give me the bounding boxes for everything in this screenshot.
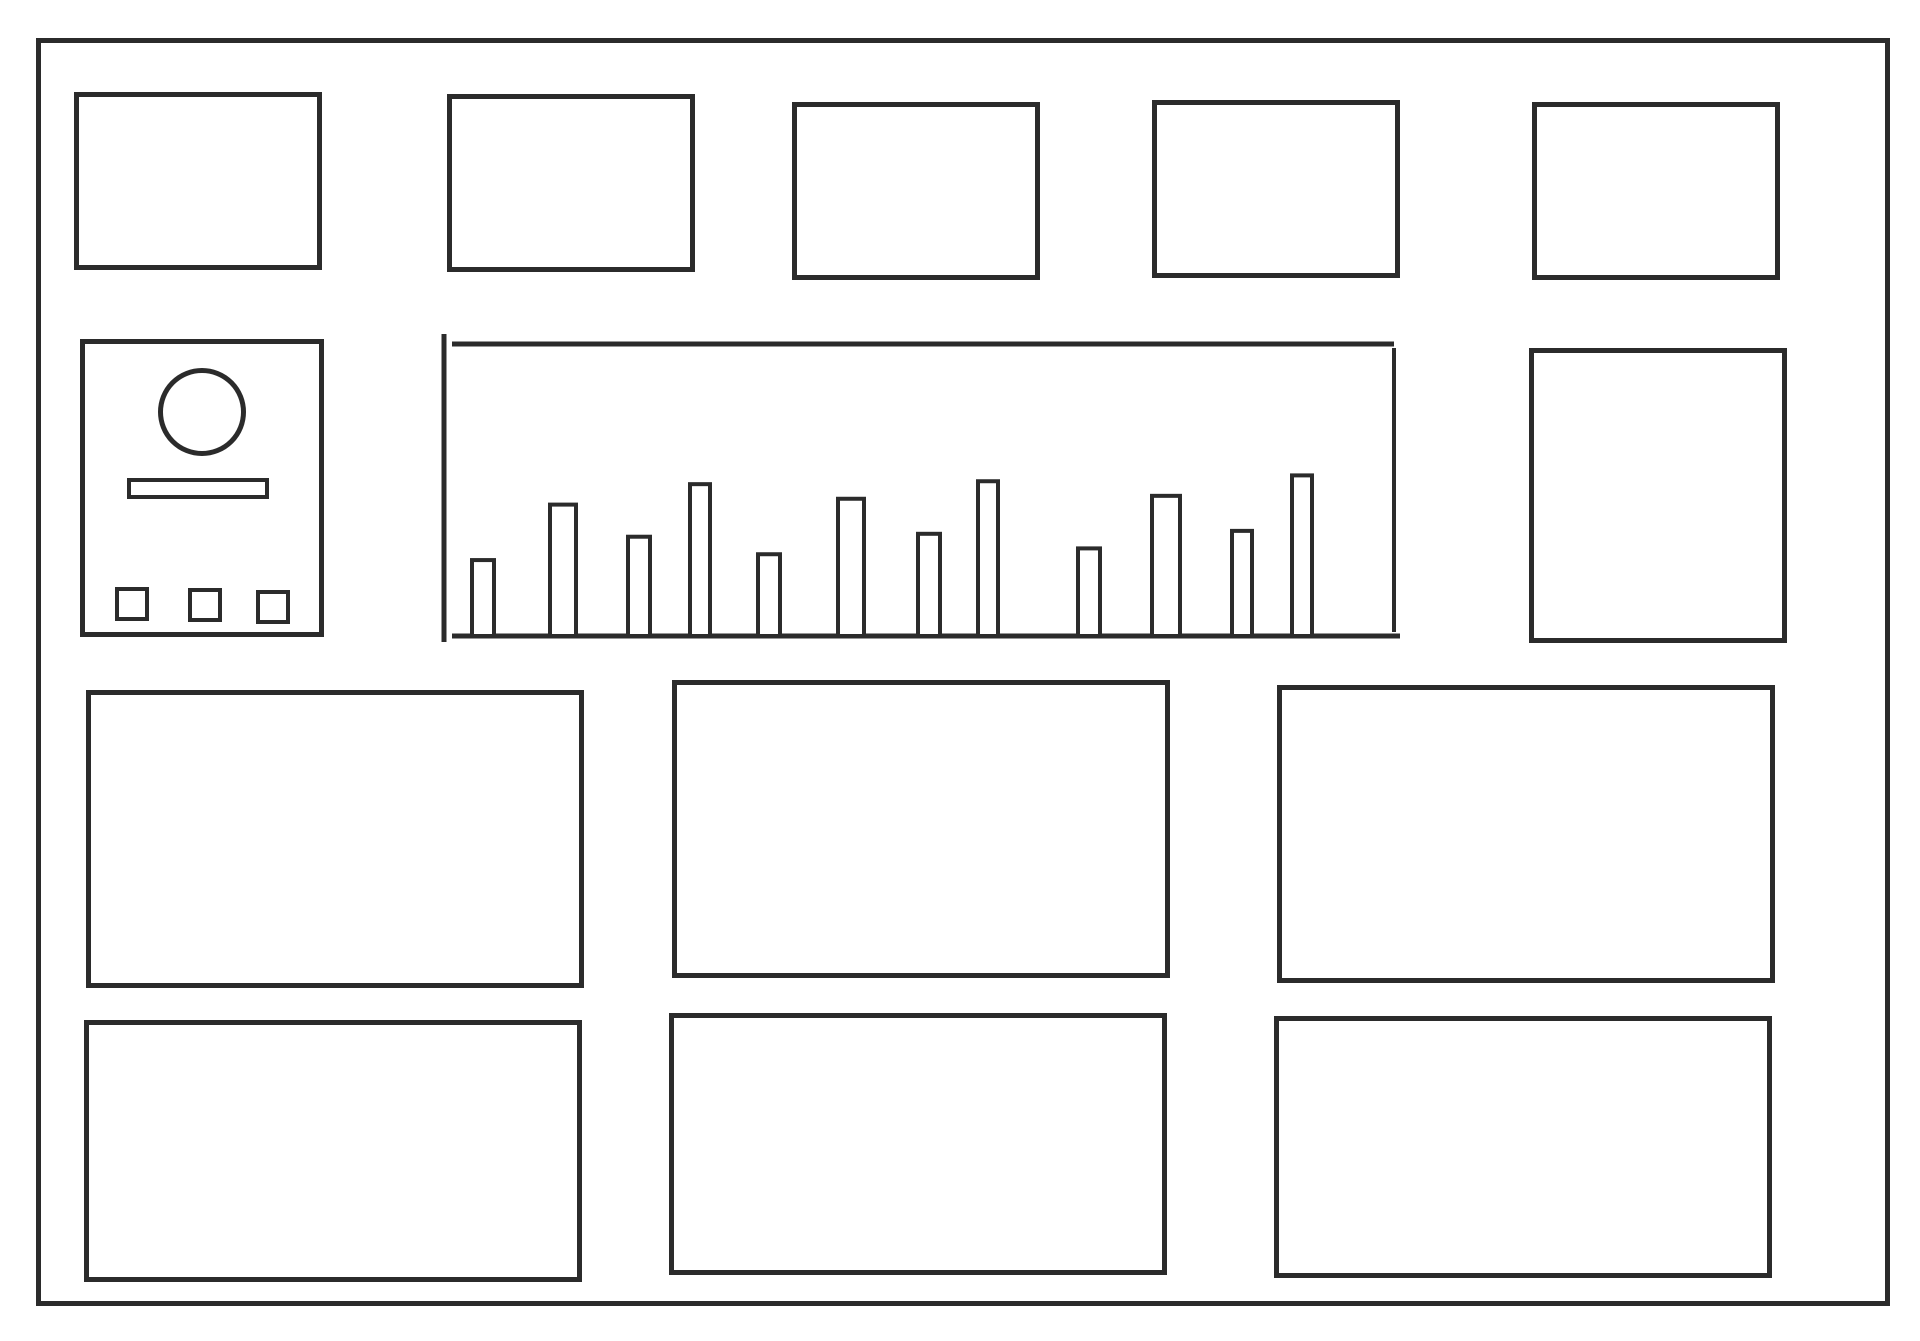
chart-bar-1 — [470, 558, 496, 638]
chart-bar-12 — [1290, 473, 1314, 638]
bottom-panel-2[interactable] — [672, 680, 1170, 978]
chart-bar-5 — [756, 552, 782, 639]
square-icon[interactable] — [115, 587, 149, 621]
chart-bar-7 — [916, 531, 942, 638]
bottom-panel-4[interactable] — [84, 1020, 582, 1282]
side-panel[interactable] — [1529, 348, 1787, 643]
top-card-4[interactable] — [1152, 100, 1400, 278]
chart-bar-4 — [688, 482, 712, 638]
bottom-panel-1[interactable] — [86, 690, 584, 988]
chart-bar-11 — [1230, 528, 1254, 639]
chart-bar-3 — [626, 534, 652, 638]
chart-bars — [470, 473, 1314, 639]
top-card-5[interactable] — [1532, 102, 1780, 280]
avatar-icon[interactable] — [158, 368, 246, 456]
chart-bar-6 — [836, 496, 866, 638]
bottom-panel-5[interactable] — [669, 1013, 1167, 1275]
bottom-panel-3[interactable] — [1277, 685, 1775, 983]
name-placeholder-bar — [127, 478, 269, 499]
top-card-3[interactable] — [792, 102, 1040, 280]
top-card-2[interactable] — [447, 94, 695, 272]
chart-bar-9 — [1076, 546, 1102, 638]
chart-bar-8 — [976, 479, 1000, 638]
chart-bar-10 — [1150, 493, 1182, 638]
chart-bar-2 — [548, 502, 578, 638]
square-icon[interactable] — [188, 588, 222, 622]
bar-chart — [441, 334, 1400, 642]
bottom-panel-6[interactable] — [1274, 1016, 1772, 1278]
top-card-1[interactable] — [74, 92, 322, 270]
square-icon[interactable] — [256, 590, 290, 624]
